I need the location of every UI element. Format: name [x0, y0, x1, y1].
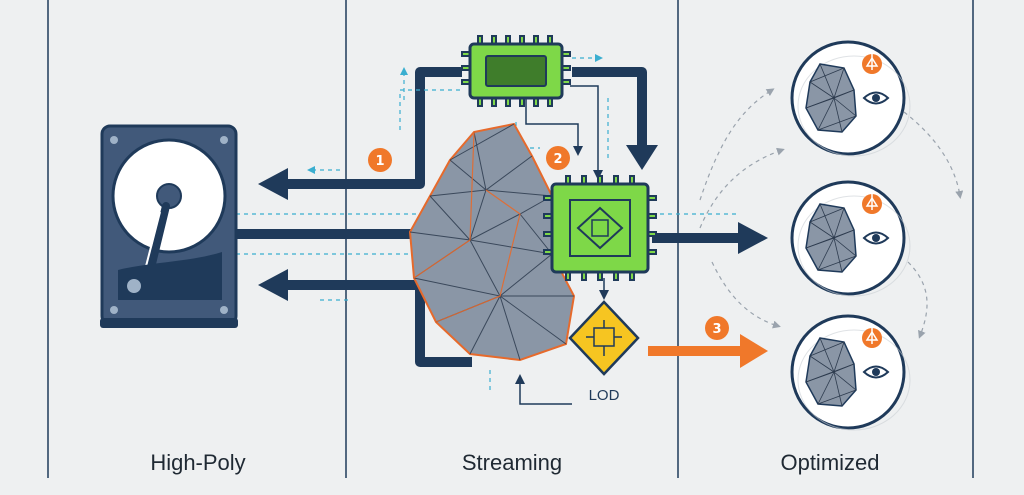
- main-flow-arrowheads: [258, 145, 768, 301]
- optimized-arcs: [699, 88, 964, 339]
- polygon-mesh-icon: [408, 122, 576, 362]
- polygon-mesh-icon: [805, 337, 857, 407]
- optimized-asset-1: [790, 40, 911, 157]
- thin-connectors: [515, 85, 609, 405]
- optimized-asset-2: [790, 180, 911, 297]
- eye-icon: [862, 231, 890, 245]
- optimized-asset-3: [790, 314, 911, 431]
- alert-badge-icon: [862, 194, 882, 214]
- column-label-high-poly: High-Poly: [150, 450, 246, 475]
- polygon-mesh-icon: [805, 203, 857, 273]
- orange-flow-arrow: [648, 334, 768, 368]
- eye-icon: [862, 365, 890, 379]
- step-badge-1: 1: [368, 148, 392, 172]
- step-badge-2: 2: [546, 146, 570, 170]
- alert-badge-icon: [862, 328, 882, 348]
- step-badge-3: 3: [705, 316, 729, 340]
- hard-drive-icon: [100, 124, 238, 328]
- dashed-data-lines: [236, 54, 740, 390]
- svg-text:1: 1: [375, 154, 384, 169]
- svg-text:3: 3: [712, 322, 721, 337]
- eye-icon: [862, 91, 890, 105]
- column-label-streaming: Streaming: [461, 450, 563, 475]
- lod-diamond-icon: [568, 300, 640, 376]
- microchip-icon: [461, 35, 571, 107]
- microchip-icon: [543, 175, 657, 281]
- main-flow-arrows: [236, 67, 742, 367]
- alert-badge-icon: [862, 54, 882, 74]
- optimized-asset-circles: [790, 40, 911, 431]
- svg-text:2: 2: [553, 152, 562, 167]
- column-label-optimized: Optimized: [780, 450, 880, 475]
- polygon-mesh-icon: [805, 63, 857, 133]
- lod-label: LOD: [589, 387, 620, 404]
